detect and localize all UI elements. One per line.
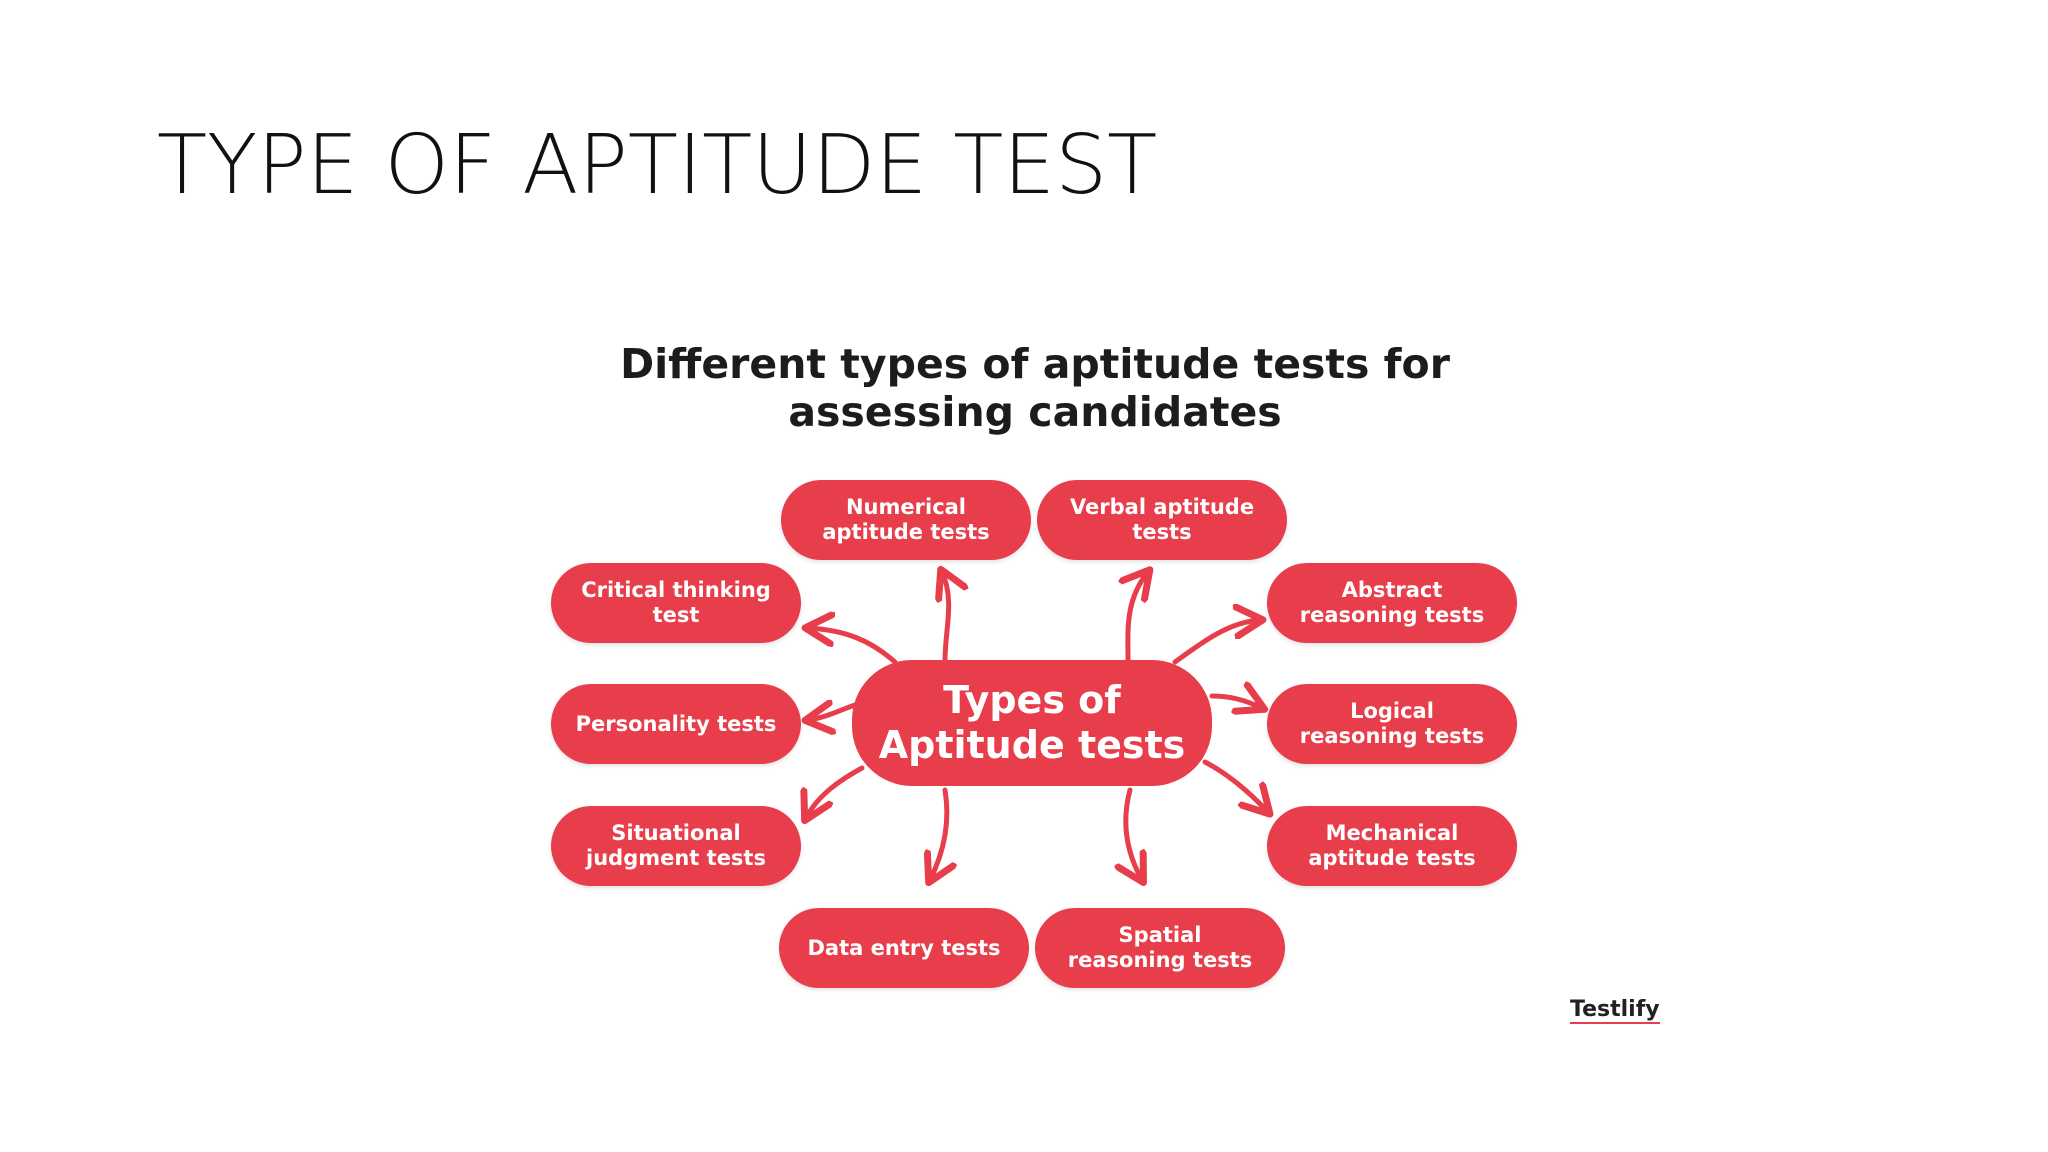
arrow-spatial (1126, 787, 1142, 880)
arrow-numerical (942, 572, 949, 663)
arrow-personality (808, 705, 858, 720)
brand-logo: Testlify (1570, 997, 1660, 1024)
node-label: Mechanical (1325, 821, 1459, 845)
node-label: Data entry tests (807, 935, 1001, 960)
arrow-logical (1209, 696, 1262, 708)
arrow-situational (806, 765, 865, 818)
node-label: reasoning tests (1299, 603, 1485, 627)
center-node-line-1: Types of (943, 678, 1121, 722)
slide-title: TYPE OF APTITUDE TEST (157, 118, 1158, 213)
node-label: aptitude tests (822, 520, 990, 544)
node-label: Verbal aptitude (1069, 495, 1255, 519)
diagram-title: Different types of aptitude tests for as… (560, 340, 1510, 436)
arrow-data-entry (930, 787, 947, 880)
node-label: Logical (1350, 699, 1434, 723)
node-label: tests (1132, 520, 1192, 544)
arrow-mechanical (1202, 759, 1268, 812)
node-label: reasoning tests (1067, 948, 1253, 972)
center-node-line-2: Aptitude tests (878, 723, 1186, 767)
node-label: Personality tests (575, 711, 777, 736)
arrow-critical-thinking (808, 628, 898, 665)
node-label: Critical thinking test (581, 578, 771, 627)
node-data-entry: Data entry tests (779, 908, 1029, 988)
node-label: reasoning tests (1299, 724, 1485, 748)
node-label: aptitude tests (1308, 846, 1476, 870)
node-label: judgment tests (586, 846, 766, 870)
arrow-abstract (1172, 620, 1260, 665)
node-label: Numerical (845, 495, 967, 519)
node-label: Spatial (1118, 923, 1202, 947)
node-label: Abstract (1341, 578, 1443, 602)
node-label: Situational (611, 821, 741, 845)
node-personality: Personality tests (551, 684, 801, 764)
node-critical-thinking: Critical thinking test (551, 563, 801, 643)
center-node: Types of Aptitude tests (852, 660, 1212, 786)
arrow-verbal (1128, 572, 1148, 663)
diagram-title-line-2: assessing candidates (788, 388, 1282, 436)
diagram-title-line-1: Different types of aptitude tests for (620, 340, 1450, 388)
